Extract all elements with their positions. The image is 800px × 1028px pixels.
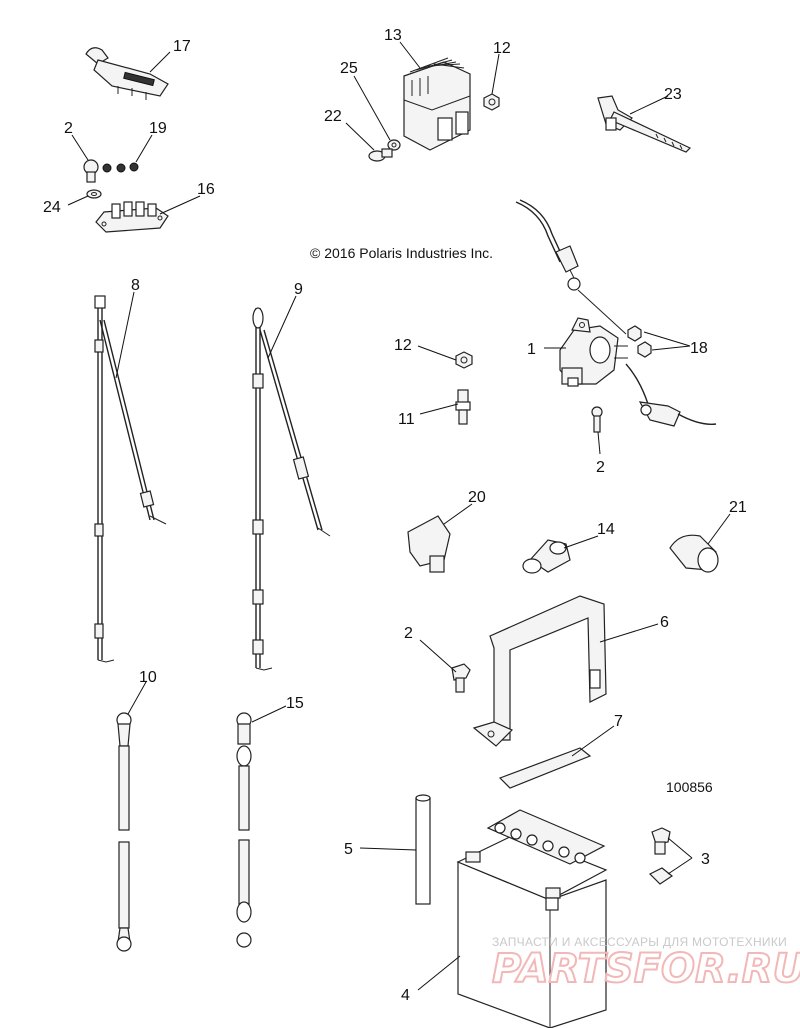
copyright-notice: © 2016 Polaris Industries Inc. [310,245,493,261]
callout-12-mid: 12 [394,337,412,354]
part-11-stud [455,389,471,425]
part-25-washer [387,139,401,151]
callout-17: 17 [173,38,191,55]
solenoid-cable [625,363,717,427]
part-8-harness-wire [94,295,167,663]
part-2-screw-mid [591,406,603,433]
part-19-nuts [102,162,139,173]
part-13-regulator [403,57,471,151]
part-14-boot [522,539,571,574]
part-18-nuts [627,325,652,358]
part-23-cable-tie [597,95,692,153]
cable-connector-line [577,289,627,335]
part-15-cable [236,712,252,948]
part-12-nut-mid [455,351,473,369]
part-21-boot [669,534,719,573]
part-20-boot [407,515,451,573]
callout-18: 18 [690,340,708,357]
callout-4: 4 [401,987,410,1004]
watermark-logo: PARTSFOR.RU [492,946,800,992]
part-16-terminal-block [95,201,169,233]
part-17-terminal-cover [85,47,169,100]
battery-cable-upper [515,199,581,291]
part-1-solenoid [559,317,628,387]
part-22-bolt [368,148,393,162]
part-3-screw-nut [648,827,674,885]
callout-11: 11 [398,411,415,428]
watermark-tagline: ЗАПЧАСТИ И АКСЕССУАРЫ ДЛЯ МОТОТЕХНИКИ [492,935,787,949]
callout-21: 21 [729,499,747,516]
callout-23: 23 [664,86,682,103]
callout-12-top: 12 [493,40,511,57]
callout-2-lower: 2 [404,625,413,642]
part-2-screw-top [83,159,99,183]
part-2-screw-lower [451,663,471,693]
callout-2-top: 2 [64,120,73,137]
callout-15: 15 [286,695,304,712]
callout-10: 10 [139,669,157,686]
part-9-harness-wire [252,307,331,671]
callout-24: 24 [43,199,61,216]
callout-19: 19 [149,120,167,137]
callout-8: 8 [131,277,140,294]
leader-lines [67,41,731,991]
part-5-vent-tube [415,794,431,905]
part-7-pad [498,747,592,789]
part-6-bracket [472,595,607,747]
callout-22: 22 [324,108,342,125]
part-24-washer [86,189,102,199]
part-10-cable [116,712,132,952]
callout-7: 7 [614,713,623,730]
callout-16: 16 [197,181,215,198]
diagram-number: 100856 [666,779,713,795]
callout-14: 14 [597,521,615,538]
callout-6: 6 [660,614,669,631]
callout-25: 25 [340,60,358,77]
part-4-battery [456,809,608,1028]
callout-13: 13 [384,27,402,44]
callout-5: 5 [344,841,353,858]
callout-3: 3 [701,851,710,868]
watermark: ЗАПЧАСТИ И АКСЕССУАРЫ ДЛЯ МОТОТЕХНИКИ PA… [491,935,800,993]
part-12-nut-top [483,93,500,111]
callout-2-mid: 2 [596,459,605,476]
battery-caps [494,822,586,864]
callout-1: 1 [527,341,536,358]
callout-labels: 17 2 19 24 16 13 25 12 22 23 8 9 12 1 18… [43,27,747,1004]
callout-20: 20 [468,489,486,506]
callout-9: 9 [294,281,303,298]
